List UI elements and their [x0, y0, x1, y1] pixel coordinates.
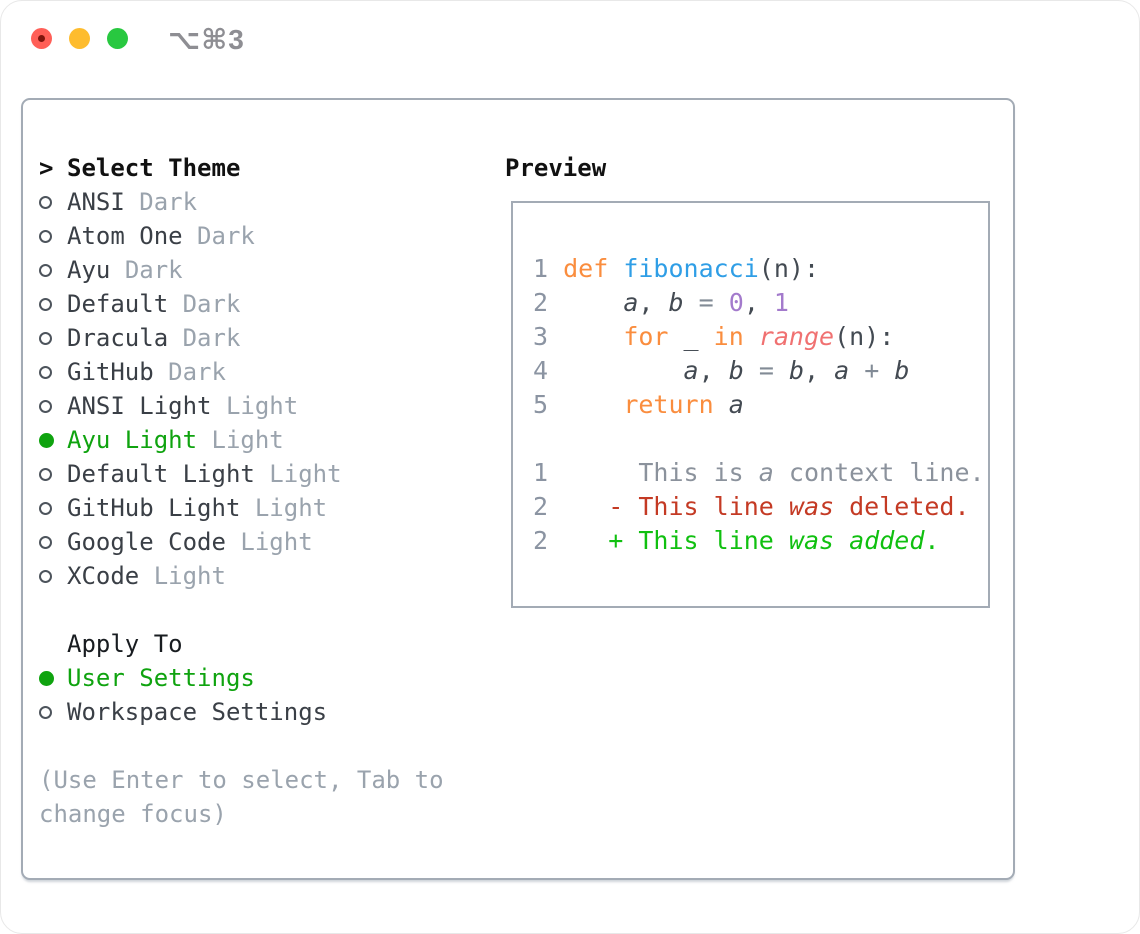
theme-name: ANSI — [67, 188, 125, 216]
theme-column: > Select Theme ANSI Dark Atom One Dark A… — [39, 151, 489, 831]
theme-name: Atom One — [67, 222, 183, 250]
theme-name: Ayu Light — [67, 426, 198, 454]
theme-variant: Light — [211, 426, 284, 454]
theme-name: GitHub — [67, 358, 154, 386]
code-line — [533, 421, 988, 455]
theme-option[interactable]: Default Dark — [39, 287, 489, 321]
select-theme-header: > Select Theme — [39, 151, 489, 185]
theme-name: Default — [67, 290, 169, 318]
code-line: 2 a, b = 0, 1 — [533, 287, 789, 317]
spacer — [39, 593, 489, 627]
theme-variant: Light — [153, 562, 226, 590]
theme-option[interactable]: Ayu Dark — [39, 253, 489, 287]
theme-option[interactable]: Atom One Dark — [39, 219, 489, 253]
apply-option[interactable]: User Settings — [39, 661, 489, 695]
spacer — [39, 729, 489, 763]
radio-marker — [39, 331, 67, 345]
theme-name: Dracula — [67, 324, 169, 352]
theme-name: ANSI Light — [67, 392, 212, 420]
radio-marker — [39, 229, 67, 243]
close-button[interactable] — [31, 28, 52, 49]
code-line: 1 This is a context line. — [533, 457, 985, 487]
preview-pane: 1 def fibonacci(n): 2 a, b = 0, 1 3 for _ … — [511, 201, 990, 608]
code-line: 2 + This line was added. — [533, 525, 940, 555]
theme-variant: Dark — [124, 256, 183, 284]
theme-option[interactable]: Ayu Light Light — [39, 423, 489, 457]
radio-marker — [39, 263, 67, 277]
code-line: 2 - This line was deleted. — [533, 491, 970, 521]
caret-icon: > — [39, 154, 54, 182]
apply-to-title: Apply To — [67, 630, 183, 658]
code-line: 3 for _ in range(n): — [533, 321, 895, 351]
theme-variant: Light — [254, 494, 328, 522]
theme-selector-panel: > Select Theme ANSI Dark Atom One Dark A… — [21, 98, 1015, 880]
radio-marker — [39, 467, 67, 481]
theme-variant: Dark — [182, 324, 241, 352]
theme-name: Google Code — [67, 528, 226, 556]
theme-option[interactable]: Default Light Light — [39, 457, 489, 491]
theme-variant: Light — [225, 392, 299, 420]
theme-option[interactable]: ANSI Dark — [39, 185, 489, 219]
minimize-button[interactable] — [69, 28, 90, 49]
theme-name: GitHub Light — [67, 494, 241, 522]
code-line: 1 def fibonacci(n): — [533, 253, 820, 283]
preview-title: Preview — [505, 154, 607, 182]
apply-to-header: Apply To — [39, 627, 489, 661]
theme-variant: Light — [269, 460, 342, 488]
theme-option[interactable]: GitHub Light Light — [39, 491, 489, 525]
radio-marker — [39, 705, 67, 719]
theme-option[interactable]: Google Code Light — [39, 525, 489, 559]
help-text: (Use Enter to select, Tab to change focu… — [39, 766, 444, 828]
apply-option[interactable]: Workspace Settings — [39, 695, 489, 729]
theme-option[interactable]: ANSI Light Light — [39, 389, 489, 423]
code-preview: 1 def fibonacci(n): 2 a, b = 0, 1 3 for _ … — [533, 251, 988, 557]
theme-option[interactable]: Dracula Dark — [39, 321, 489, 355]
theme-variant: Dark — [182, 290, 241, 318]
apply-label: Workspace Settings — [67, 698, 328, 726]
code-line: 4 a, b = b, a + b — [533, 355, 910, 385]
radio-marker — [39, 535, 67, 549]
theme-name: XCode — [67, 562, 140, 590]
radio-marker — [39, 365, 67, 379]
radio-marker — [39, 569, 67, 583]
zoom-button[interactable] — [107, 28, 128, 49]
focus-caret: > — [39, 154, 67, 182]
theme-variant: Light — [240, 528, 313, 556]
radio-marker — [39, 399, 67, 413]
code-line: 5 return a — [533, 389, 744, 419]
apply-label: User Settings — [67, 664, 255, 692]
theme-option[interactable]: GitHub Dark — [39, 355, 489, 389]
select-theme-title: Select Theme — [67, 154, 241, 182]
window-title: ⌥⌘3 — [168, 24, 245, 55]
theme-name: Ayu — [67, 256, 111, 284]
radio-marker — [39, 432, 67, 448]
theme-variant: Dark — [139, 188, 198, 216]
theme-option[interactable]: XCode Light — [39, 559, 489, 593]
radio-marker — [39, 297, 67, 311]
theme-list: ANSI Dark Atom One Dark Ayu Dark Default… — [39, 185, 489, 593]
apply-to-list: User Settings Workspace Settings — [39, 661, 489, 729]
theme-name: Default Light — [67, 460, 255, 488]
radio-marker — [39, 195, 67, 209]
radio-marker — [39, 670, 67, 686]
radio-marker — [39, 501, 67, 515]
theme-variant: Dark — [168, 358, 226, 386]
theme-variant: Dark — [197, 222, 255, 250]
title-bar: ⌥⌘3 — [1, 1, 1139, 71]
